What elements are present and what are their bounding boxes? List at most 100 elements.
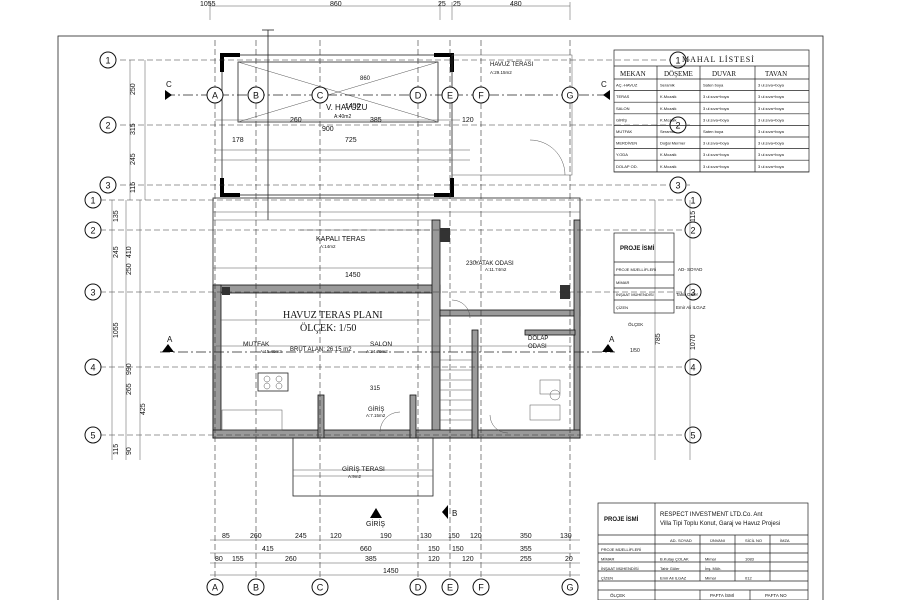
num-230: 230 <box>466 261 477 267</box>
left-dim-mid-3: 245 <box>113 246 120 258</box>
top-dim-4: 25 <box>453 1 461 8</box>
grid-bubble-a: A <box>206 578 224 596</box>
mahal-cell: 3 ul.sıva+boya <box>758 129 785 134</box>
bottom-dim-3-4: 120 <box>428 556 440 563</box>
main-floor-plan <box>212 197 581 439</box>
grid-bubble-c: C <box>311 86 329 104</box>
svg-text:4: 4 <box>90 363 95 373</box>
mahal-cell: K.Mozaik <box>660 117 676 122</box>
mahal-cell: AÇ.-HAVUZ <box>616 83 638 88</box>
svg-text:E: E <box>447 583 453 593</box>
bottom-dim-2-0: 415 <box>262 546 274 553</box>
tb-head-4: İMZA <box>780 538 790 543</box>
mahal-cell: 3 ul.sıva+boya <box>703 141 730 146</box>
svg-text:2: 2 <box>105 121 110 131</box>
bottom-dim-1-2: 245 <box>295 533 307 540</box>
tb-row-title: Mimar <box>705 576 717 581</box>
grid-bubble-5: 5 <box>84 426 102 444</box>
top-dim-1: 1055 <box>200 1 216 8</box>
pool-terrace-area: A:29.15m2 <box>490 70 512 75</box>
bottom-dim-3-5: 120 <box>462 556 474 563</box>
left-dimension-chain: 250 315 245 115 135 410 250 1055 265 425… <box>111 60 697 460</box>
grid-bubble-1: 1 <box>684 191 702 209</box>
left-dim-mid-1: 135 <box>113 210 120 222</box>
bottom-dim-2-3: 150 <box>452 546 464 553</box>
tb-row-name: B.Kutay ÇOLAK <box>660 557 689 562</box>
section-c-left: C <box>166 80 172 89</box>
grid-bubble-b: B <box>247 578 265 596</box>
grid-bubble-1: 1 <box>669 51 687 69</box>
mutfak-area: A:15.49m2 <box>260 349 282 354</box>
giris-name: GİRİŞ <box>368 406 384 413</box>
grid-bubble-d: D <box>409 578 427 596</box>
tb-row-label: İNŞAAT MÜHENDİSİ <box>601 566 639 571</box>
salon-name: SALON <box>370 341 392 348</box>
svg-text:2: 2 <box>90 226 95 236</box>
bottom-dim-2-1: 660 <box>360 546 372 553</box>
svg-text:C: C <box>317 583 324 593</box>
mid-box-name-2: Emir Ali ILGAZ <box>676 305 706 310</box>
bottom-dim-3-3: 385 <box>365 556 377 563</box>
bottom-dim-3-6: 255 <box>520 556 532 563</box>
mahal-cell: 3 ul.sıva+boya <box>703 152 730 157</box>
mahal-cell: Seramik <box>660 129 675 134</box>
mahal-cell: TERAS <box>616 94 630 99</box>
top-dim-2: 860 <box>330 1 342 8</box>
brut-alan: BRÜT ALAN: 26.15 m2 <box>290 346 352 353</box>
num-315: 315 <box>370 386 381 392</box>
dolap-name: DOLAP <box>528 336 548 342</box>
svg-text:A: A <box>212 91 218 101</box>
left-dim-mid-11: 115 <box>113 444 120 455</box>
left-dim-top-1: 250 <box>130 83 137 95</box>
mahal-cell: 3 ul.sıva+boya <box>703 94 730 99</box>
grid-bubble-2: 2 <box>84 221 102 239</box>
left-dim-top-2: 315 <box>130 123 137 135</box>
grid-bubble-e: E <box>441 578 459 596</box>
svg-text:1: 1 <box>90 196 95 206</box>
mahal-cell: MERDİVEN <box>616 141 637 146</box>
grid-bubble-e: E <box>441 86 459 104</box>
mahal-cell: 3 ul.sıva+boya <box>758 94 785 99</box>
grid-bubble-2: 2 <box>684 221 702 239</box>
title-block: PROJE İSMİ RESPECT INVESTMENT LTD.Co. An… <box>597 502 809 600</box>
grid-bubble-f: F <box>472 86 490 104</box>
mahal-head-duvar: DUVAR <box>712 70 736 78</box>
tb-row-label: PROJE MÜELLİFLERİ <box>601 547 641 552</box>
mid-box-row-4: ÇİZEN <box>616 305 628 310</box>
mahal-cell: 3 ul.sıva+boya <box>703 164 730 169</box>
grid-bubble-4: 4 <box>84 358 102 376</box>
giris-terasi-area: A:9m2 <box>348 474 362 479</box>
mahal-cell: Saten boya <box>703 129 724 134</box>
mahal-cell: 3 ul.sıva+boya <box>758 152 785 157</box>
tb-head-2: ÜNVANI <box>710 538 725 543</box>
tb-bottom-1: ÖLÇEK <box>610 592 625 598</box>
grid-bubble-d: D <box>409 86 427 104</box>
bottom-dim-3-2: 260 <box>285 556 297 563</box>
grid-bubble-a: A <box>206 86 224 104</box>
left-dim-mid-9: 265 <box>126 383 133 395</box>
bottom-dim-1-4: 190 <box>380 533 392 540</box>
bottom-dim-2-2: 150 <box>428 546 440 553</box>
tb-proje-ismi: PROJE İSMİ <box>604 516 639 523</box>
tb-head-1: AD- SOYAD <box>670 538 692 543</box>
pool-dim-c: 120 <box>462 117 474 124</box>
mid-box-name-1: Tahir Güler <box>676 292 699 297</box>
grid-bubble-f: F <box>472 578 490 596</box>
svg-text:A: A <box>212 583 218 593</box>
bottom-dim-1-5: 130 <box>420 533 432 540</box>
grid-lines <box>100 40 690 580</box>
svg-text:B: B <box>253 91 259 101</box>
mahal-cell: DOLAP OD. <box>616 164 638 169</box>
kapali-teras-area: A:14m2 <box>320 244 336 249</box>
left-dim-mid-4: 410 <box>126 246 133 258</box>
svg-text:F: F <box>478 91 484 101</box>
svg-text:3: 3 <box>690 288 695 298</box>
grid-bubble-2: 2 <box>99 116 117 134</box>
bottom-dim-1-8: 350 <box>520 533 532 540</box>
left-dim-top-3: 245 <box>130 153 137 165</box>
pool-dim-a: 260 <box>290 117 302 124</box>
grid-bubble-1: 1 <box>84 191 102 209</box>
